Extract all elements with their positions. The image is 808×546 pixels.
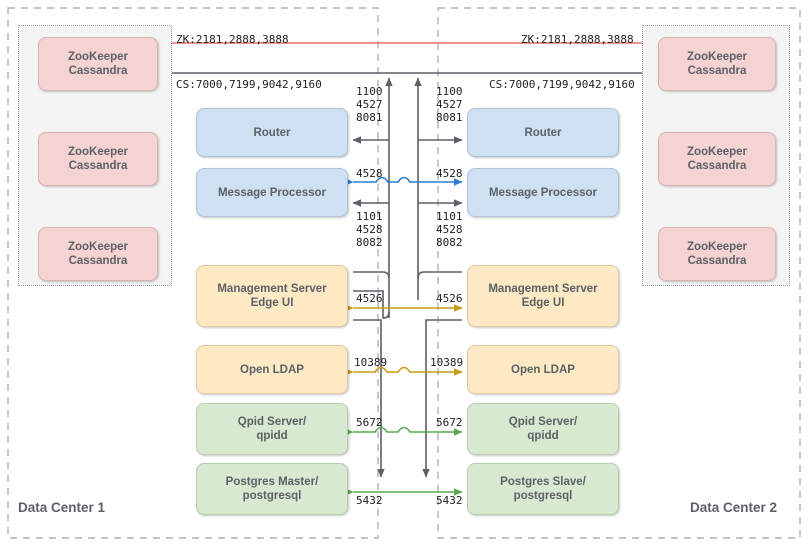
port-label-mp-in-left: 4528 <box>356 167 383 180</box>
port-line-2: 4527 <box>356 98 383 111</box>
port-line-2: 4527 <box>436 98 463 111</box>
node-zookeeper-cassandra-3-dc2[interactable]: ZooKeeper Cassandra <box>658 227 776 281</box>
port-label-ms-right: 4526 <box>436 292 463 305</box>
node-label-line2: postgresql <box>242 490 302 502</box>
node-label-line2: Cassandra <box>687 160 747 172</box>
port-line-2: 4528 <box>356 223 383 236</box>
port-label-qpid-left: 5672 <box>356 416 383 429</box>
node-label-line1: Postgres Slave/ <box>500 476 586 488</box>
node-label-line1: Management Server <box>217 283 327 295</box>
port-line-3: 8082 <box>436 236 463 249</box>
port-line-1: 1101 <box>436 210 463 223</box>
port-line-3: 8081 <box>356 111 383 124</box>
node-label-line1: Open LDAP <box>511 363 575 376</box>
port-label-zk-right: ZK:2181,2888,3888 <box>521 33 634 46</box>
port-line-3: 8081 <box>436 111 463 124</box>
node-label-line1: Message Processor <box>217 186 327 199</box>
port-label-ldap-right: 10389 <box>430 356 464 369</box>
node-label-line1: Qpid Server/ <box>508 416 578 428</box>
port-label-mp-out-right: 1101 4528 8082 <box>436 210 463 249</box>
node-zookeeper-cassandra-2-dc1[interactable]: ZooKeeper Cassandra <box>38 132 158 186</box>
node-zookeeper-cassandra-2-dc2[interactable]: ZooKeeper Cassandra <box>658 132 776 186</box>
node-label-line2: Cassandra <box>68 65 128 77</box>
port-label-router-right: 1100 4527 8081 <box>436 85 463 124</box>
port-line-2: 4528 <box>436 223 463 236</box>
node-label-line2: Cassandra <box>68 160 128 172</box>
node-label-line1: Router <box>253 126 291 139</box>
node-label-line2: Cassandra <box>68 255 128 267</box>
port-label-pg-left: 5432 <box>356 494 383 507</box>
node-label-line2: qpidd <box>256 430 288 442</box>
node-label-line1: Qpid Server/ <box>237 416 307 428</box>
node-label-line1: Postgres Master/ <box>225 476 319 488</box>
node-qpid-server-dc2[interactable]: Qpid Server/ qpidd <box>467 403 619 455</box>
node-zookeeper-cassandra-1-dc2[interactable]: ZooKeeper Cassandra <box>658 37 776 91</box>
node-label-line1: ZooKeeper <box>686 146 748 158</box>
port-line-1: 1100 <box>356 85 383 98</box>
node-label-line1: ZooKeeper <box>67 51 129 63</box>
port-label-router-left: 1100 4527 8081 <box>356 85 383 124</box>
port-label-qpid-right: 5672 <box>436 416 463 429</box>
node-label-line2: qpidd <box>527 430 559 442</box>
node-label-line1: ZooKeeper <box>686 241 748 253</box>
node-label-line2: Edge UI <box>521 297 565 309</box>
node-message-processor-dc1[interactable]: Message Processor <box>196 168 348 217</box>
node-zookeeper-cassandra-3-dc1[interactable]: ZooKeeper Cassandra <box>38 227 158 281</box>
node-label-line1: Management Server <box>488 283 598 295</box>
node-label-line1: ZooKeeper <box>686 51 748 63</box>
node-postgres-slave-dc2[interactable]: Postgres Slave/ postgresql <box>467 463 619 515</box>
node-qpid-server-dc1[interactable]: Qpid Server/ qpidd <box>196 403 348 455</box>
port-line-1: 1100 <box>436 85 463 98</box>
node-zookeeper-cassandra-1-dc1[interactable]: ZooKeeper Cassandra <box>38 37 158 91</box>
node-router-dc2[interactable]: Router <box>467 108 619 157</box>
node-management-server-edge-ui-dc2[interactable]: Management Server Edge UI <box>467 265 619 327</box>
port-label-cs-left: CS:7000,7199,9042,9160 <box>176 78 322 91</box>
port-label-mp-in-right: 4528 <box>436 167 463 180</box>
port-label-cs-right: CS:7000,7199,9042,9160 <box>489 78 635 91</box>
port-line-3: 8082 <box>356 236 383 249</box>
port-line-1: 1101 <box>356 210 383 223</box>
port-label-ms-left: 4526 <box>356 292 383 305</box>
node-management-server-edge-ui-dc1[interactable]: Management Server Edge UI <box>196 265 348 327</box>
port-label-zk-left: ZK:2181,2888,3888 <box>176 33 289 46</box>
node-router-dc1[interactable]: Router <box>196 108 348 157</box>
node-label-line2: Cassandra <box>687 65 747 77</box>
node-open-ldap-dc1[interactable]: Open LDAP <box>196 345 348 394</box>
datacenter-label-1: Data Center 1 <box>18 500 106 515</box>
port-label-ldap-left: 10389 <box>354 356 388 369</box>
port-label-pg-right: 5432 <box>436 494 463 507</box>
node-label-line1: Router <box>524 126 562 139</box>
port-label-mp-out-left: 1101 4528 8082 <box>356 210 383 249</box>
node-label-line1: Message Processor <box>488 186 598 199</box>
node-label-line2: postgresql <box>513 490 573 502</box>
node-label-line1: ZooKeeper <box>67 241 129 253</box>
node-postgres-master-dc1[interactable]: Postgres Master/ postgresql <box>196 463 348 515</box>
node-open-ldap-dc2[interactable]: Open LDAP <box>467 345 619 394</box>
node-message-processor-dc2[interactable]: Message Processor <box>467 168 619 217</box>
datacenter-label-2: Data Center 2 <box>690 500 778 515</box>
node-label-line2: Cassandra <box>687 255 747 267</box>
node-label-line1: Open LDAP <box>240 363 304 376</box>
node-label-line2: Edge UI <box>250 297 294 309</box>
node-label-line1: ZooKeeper <box>67 146 129 158</box>
